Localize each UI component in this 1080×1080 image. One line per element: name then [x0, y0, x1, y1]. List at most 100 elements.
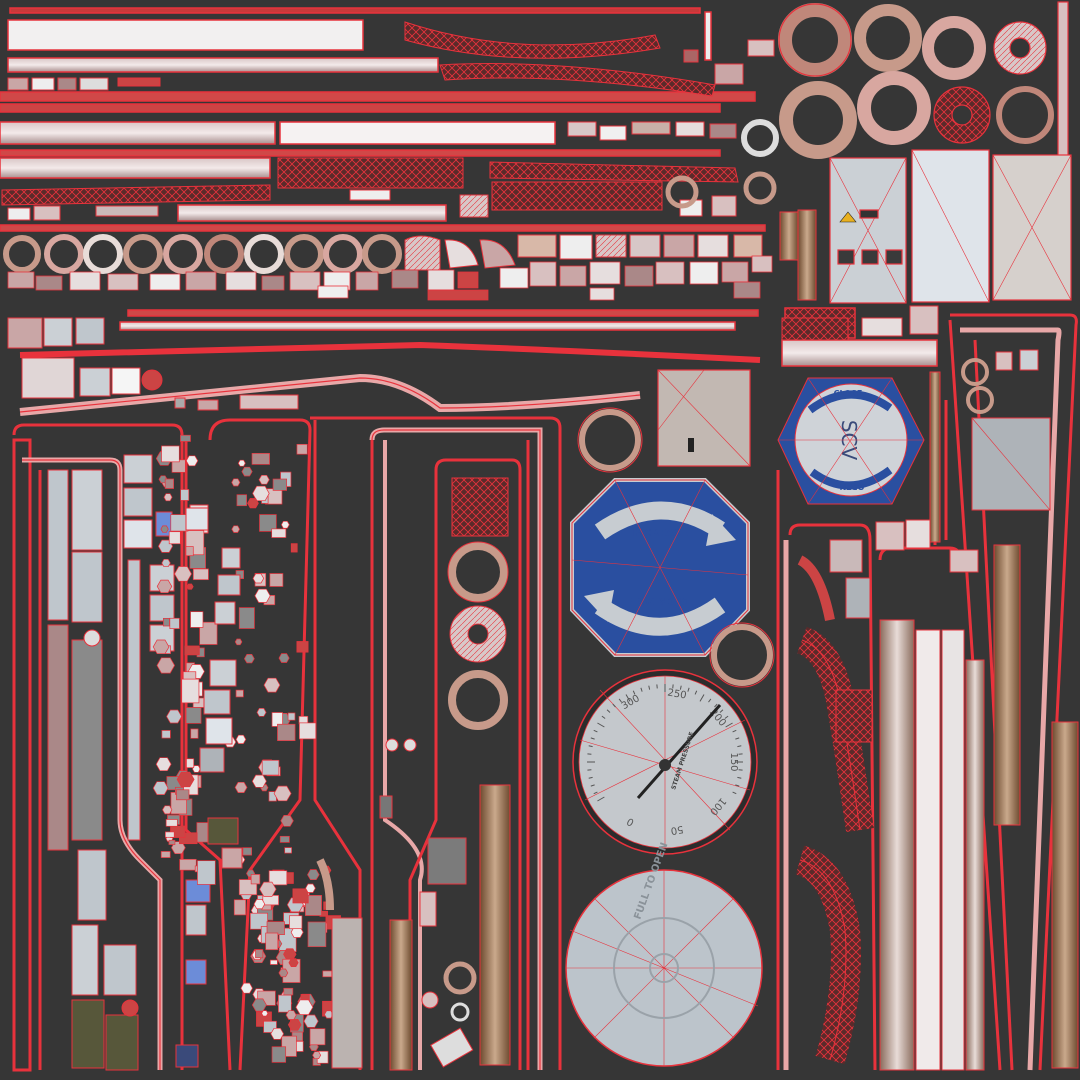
gauge-scale-label: 0	[625, 815, 636, 828]
small-tile	[181, 678, 200, 704]
small-tile	[289, 915, 303, 930]
hex-nut	[270, 1027, 285, 1040]
small-tile	[176, 789, 190, 801]
warning-triangle-icon	[839, 211, 857, 223]
small-door-panel	[657, 369, 751, 467]
hex-nut	[234, 781, 248, 793]
hex-nut	[162, 805, 173, 815]
small-tile	[164, 831, 175, 838]
right-side-components	[781, 305, 1079, 1071]
small-tile	[262, 895, 279, 906]
tall-pipe-frames	[12, 416, 562, 1072]
decrease-label: DECREASE	[630, 595, 689, 606]
gauge-scale-label: 250	[667, 687, 688, 701]
hex-nut	[278, 968, 289, 978]
gauge-tick	[625, 694, 631, 702]
small-tile	[279, 835, 290, 843]
electrical-panels	[829, 149, 1072, 304]
small-tile	[272, 478, 288, 491]
small-tile	[287, 712, 296, 721]
hex-nut	[312, 1051, 322, 1060]
gauge-tick	[679, 685, 682, 690]
small-tile	[164, 478, 174, 489]
gauge-needle	[636, 704, 722, 799]
small-tile	[180, 434, 191, 442]
gauge-tick	[597, 796, 605, 802]
hex-nut	[285, 1010, 297, 1020]
gauge-tick	[699, 694, 705, 702]
hex-nut	[156, 579, 173, 594]
hex-nut	[231, 478, 241, 487]
hex-nut	[160, 525, 169, 533]
scv-close-label: CLOSE	[834, 389, 863, 398]
hex-nut	[152, 781, 169, 795]
small-tile	[277, 723, 296, 741]
gauge-tick	[640, 687, 643, 692]
small-tile	[179, 832, 198, 845]
hex-nut	[295, 999, 314, 1015]
gauge-scale-label: 50	[670, 823, 684, 836]
small-tile	[242, 847, 253, 856]
gauge-tick	[590, 784, 595, 787]
small-tile	[190, 728, 199, 739]
small-tile	[296, 443, 308, 455]
hex-nut	[161, 558, 171, 568]
small-tile	[251, 453, 270, 465]
gauge-tick	[737, 745, 742, 748]
gauge-tick	[593, 791, 598, 795]
small-tile	[170, 514, 189, 532]
hex-nut	[273, 785, 292, 802]
small-tile	[269, 573, 284, 587]
hex-nut	[278, 653, 290, 663]
small-tile	[271, 1046, 287, 1063]
small-tile	[169, 617, 180, 629]
small-tile	[180, 489, 190, 501]
gauge-tick	[593, 729, 598, 733]
small-tile	[284, 847, 292, 854]
small-tile	[295, 1040, 304, 1052]
small-tile	[161, 730, 171, 739]
gauge-tick	[719, 709, 724, 713]
gauge-tick	[606, 709, 611, 713]
small-tile	[269, 959, 278, 965]
small-tile	[197, 860, 216, 885]
hex-nut	[258, 474, 270, 485]
top-mesh-bands	[1, 21, 739, 211]
gauge-tick	[694, 690, 698, 695]
small-tile	[271, 528, 287, 538]
hex-nut	[261, 1010, 269, 1017]
small-tile	[304, 895, 322, 916]
small-tile	[298, 722, 317, 740]
small-tile	[165, 819, 178, 827]
small-tile	[192, 568, 209, 581]
small-tile	[199, 621, 218, 645]
hex-nut	[251, 998, 267, 1012]
small-blocks-row	[7, 255, 773, 301]
hex-nut	[174, 566, 192, 582]
small-tile	[163, 617, 170, 627]
hex-nut	[247, 498, 259, 509]
small-tile	[290, 543, 298, 553]
small-tile	[236, 494, 247, 507]
gauge-tick	[737, 776, 742, 779]
small-tile	[168, 839, 176, 845]
gauge-tick	[724, 715, 729, 719]
center-frame-parts	[316, 477, 511, 1071]
hex-nut	[240, 982, 253, 994]
hex-nut	[254, 588, 271, 603]
hex-nut	[237, 459, 246, 467]
gauge-tick	[687, 687, 690, 692]
small-tile	[265, 932, 279, 951]
hex-nut	[251, 774, 267, 788]
small-tile	[278, 994, 292, 1013]
gauge-tick	[590, 737, 595, 740]
hex-nut	[305, 883, 316, 893]
hex-nut	[263, 677, 281, 693]
gauge-tick	[714, 703, 718, 708]
hex-nut	[324, 1010, 334, 1019]
small-tile	[168, 531, 181, 545]
gauge-tick	[612, 703, 616, 708]
small-tile	[292, 888, 309, 904]
